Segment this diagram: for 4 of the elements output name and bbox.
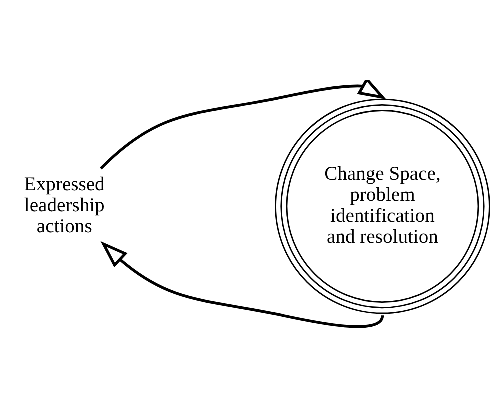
node-circle: Change Space, problem identification and resolution — [275, 98, 490, 314]
node-text: Expressed leadership actions — [24, 174, 105, 238]
arrow — [100, 80, 386, 170]
arrow — [100, 240, 384, 328]
